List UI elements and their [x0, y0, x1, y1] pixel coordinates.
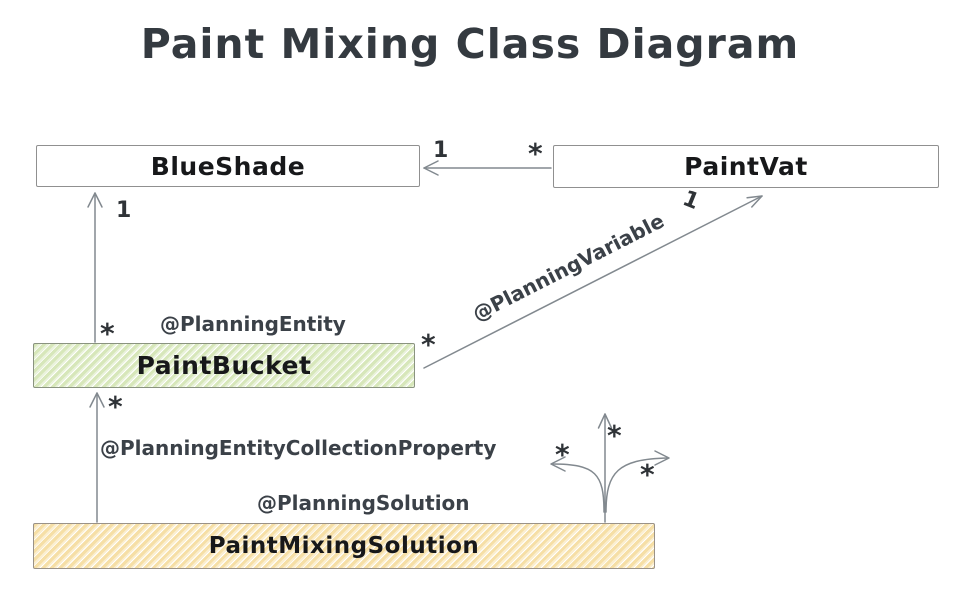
- multiplicity-label: 1: [679, 186, 703, 215]
- class-box-paintmixingsolution: PaintMixingSolution: [33, 523, 655, 569]
- class-name-label: PaintMixingSolution: [208, 533, 480, 559]
- class-name-label: PaintVat: [684, 152, 808, 181]
- class-name-label: BlueShade: [150, 151, 306, 181]
- annotation-planning-entity-collection-property: @PlanningEntityCollectionProperty: [100, 436, 497, 460]
- class-box-paintbucket: PaintBucket: [33, 343, 415, 388]
- class-box-blueshade: BlueShade: [36, 145, 420, 187]
- annotation-planning-variable: @PlanningVariable: [468, 208, 669, 327]
- multiplicity-label: 1: [433, 138, 449, 163]
- class-name-label: PaintBucket: [136, 351, 312, 380]
- multiplicity-label: *: [421, 328, 436, 361]
- multiplicity-label: *: [528, 137, 543, 170]
- multiplicity-label: *: [555, 438, 570, 471]
- annotation-planning-entity: @PlanningEntity: [160, 312, 346, 336]
- multiplicity-label: *: [607, 419, 622, 452]
- arrow-paintbucket-to-paintvat: [423, 195, 763, 369]
- class-box-paintvat: PaintVat: [553, 145, 939, 188]
- annotation-planning-solution: @PlanningSolution: [257, 491, 470, 515]
- multiplicity-label: *: [100, 317, 115, 350]
- multiplicity-label: *: [640, 458, 655, 491]
- multiplicity-label: 1: [116, 198, 132, 223]
- multiplicity-label: *: [108, 390, 123, 423]
- diagram-title: Paint Mixing Class Diagram: [140, 20, 800, 68]
